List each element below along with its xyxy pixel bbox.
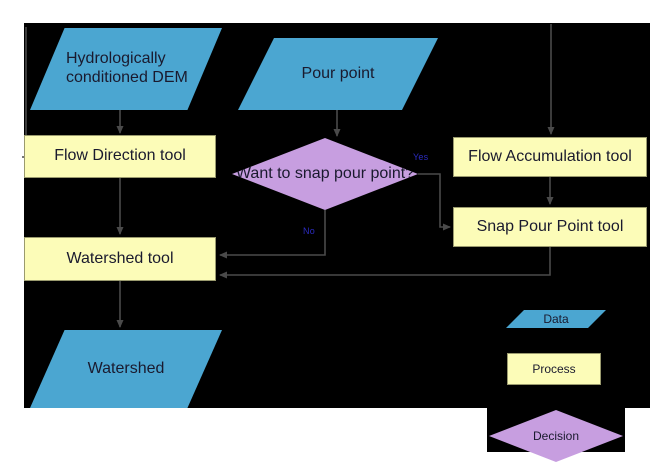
node-snap-pour-point-tool[interactable]: Snap Pour Point tool <box>453 207 647 247</box>
edge-label-yes: Yes <box>413 152 429 162</box>
node-flow-accumulation-tool[interactable]: Flow Accumulation tool <box>453 137 647 177</box>
node-flow-direction-tool[interactable]: Flow Direction tool <box>24 135 216 178</box>
edge-label-no: No <box>303 226 315 236</box>
node-watershed-tool[interactable]: Watershed tool <box>24 237 216 281</box>
legend-process: Process <box>507 353 601 385</box>
node-pour-point[interactable]: Pour point <box>238 38 438 110</box>
legend-data-clip: Data <box>487 300 627 336</box>
node-hydrologically-conditioned-dem[interactable]: Hydrologically conditioned DEM <box>30 28 222 110</box>
legend-data: Data <box>506 310 606 328</box>
node-watershed-output[interactable]: Watershed <box>30 330 222 408</box>
